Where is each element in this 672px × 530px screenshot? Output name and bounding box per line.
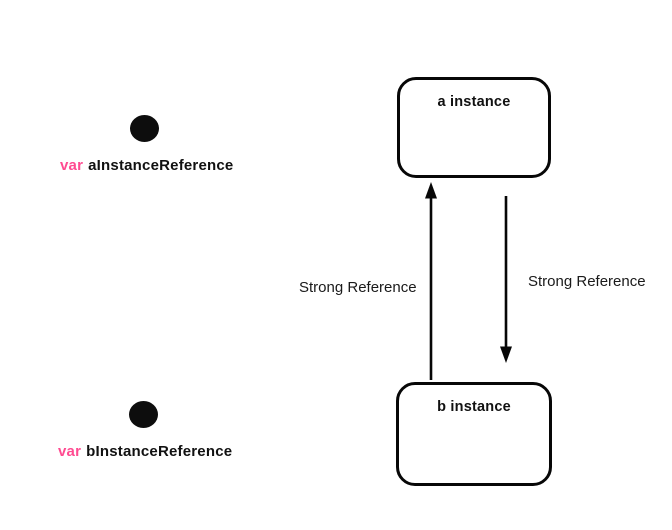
strong-reference-arrow-down (500, 196, 512, 363)
instance-box-b: b instance (396, 382, 552, 486)
var-keyword: var (58, 443, 82, 460)
instance-label: a instance (437, 94, 511, 110)
variable-name: aInstanceReference (88, 157, 234, 174)
instance-box-a: a instance (397, 77, 551, 178)
strong-reference-label-left: Strong Reference (299, 279, 417, 296)
reference-dot-b (129, 401, 158, 428)
reference-dot-a (130, 115, 159, 142)
variable-name: bInstanceReference (86, 443, 233, 460)
strong-reference-label-right: Strong Reference (528, 273, 646, 290)
var-keyword: var (60, 157, 84, 174)
instance-label: b instance (437, 399, 511, 415)
strong-reference-arrow-up (425, 182, 437, 380)
